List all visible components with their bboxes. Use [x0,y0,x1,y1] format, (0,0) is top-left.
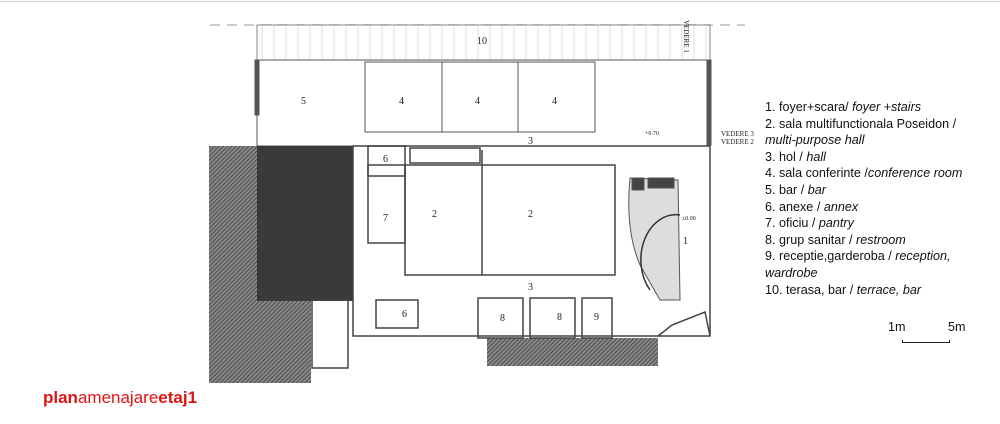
scale-min-label: 1m [888,320,906,334]
title-part: plan [43,388,78,407]
view-label-1: VEDERE 1 [682,20,690,53]
legend-item-ro: 3. hol / [765,149,807,164]
legend-item-en: reception, wardrobe [765,249,951,280]
room-label-10: 10 [477,36,487,47]
scale-tick [949,340,950,343]
room-label-3: 3 [528,282,533,293]
room-label-6: 6 [383,154,388,165]
scale-bar: 1m 5m [888,320,968,350]
legend-item-en: hall [806,149,826,164]
plan-title: planamenajareetaj1 [43,388,197,408]
title-part: amenajare [77,388,159,407]
room-label-4: 4 [475,96,480,107]
legend-item-ro: 8. grup sanitar / [765,232,857,247]
legend-item: 8. grup sanitar / restroom [765,232,980,249]
scale-max-label: 5m [948,320,966,334]
legend-item-ro: 7. oficiu / [765,216,819,231]
room-label-7: 7 [383,213,388,224]
grand-staircase [628,177,681,301]
legend-item-ro: 5. bar / [765,182,808,197]
level-mark: +0.70 [645,131,659,137]
top-border [0,1,1000,2]
legend-item: 9. receptie,garderoba / reception, wardr… [765,248,980,281]
legend-item-ro: 9. receptie,garderoba / [765,249,896,264]
legend-item: 1. foyer+scara/ foyer +stairs [765,99,980,116]
legend-item-en: foyer +stairs [852,100,922,114]
legend-item: 7. oficiu / pantry [765,215,980,232]
legend-item-en: conference room [867,166,963,181]
legend-item-ro: 1. foyer+scara/ [765,100,853,114]
legend-item: 2. sala multifunctionala Poseidon / mult… [765,116,980,149]
title-part: etaj1 [158,388,198,407]
service-zone [257,146,353,301]
legend-item-ro: 10. terasa, bar / [765,282,857,297]
room-label-5: 5 [301,96,306,107]
view-label-2: VEDERE 2 [721,138,754,146]
legend-item-en: restroom [856,232,906,247]
legend-item: 10. terasa, bar / terrace, bar [765,282,980,299]
room-label-4: 4 [552,96,557,107]
room-label-1: 1 [683,236,688,247]
legend-item: 4. sala conferinte /conference room [765,165,980,182]
legend-item-en: multi-purpose hall [765,133,865,148]
legend-item-en: bar [807,182,826,197]
legend-item-en: terrace, bar [856,282,922,297]
scale-tick [902,340,903,343]
view-label-3: VEDERE 3 [721,130,754,138]
room-label-9: 9 [594,312,599,323]
legend-item: 6. anexe / annex [765,199,980,216]
room-label-4: 4 [399,96,404,107]
legend-item-en: annex [823,199,859,214]
room-labels: 10 5 4 4 4 3 6 7 2 2 1 3 6 8 8 9 +0.70 ±… [301,20,754,324]
legend-item-ro: 6. anexe / [765,199,824,214]
room-label-2: 2 [528,209,533,220]
upper-floor-walls [254,59,712,147]
room-label-6: 6 [402,309,407,320]
level-mark: ±0.00 [682,216,696,222]
legend-item: 3. hol / hall [765,149,980,166]
legend-item-ro: 4. sala conferinte / [765,166,868,181]
hatched-existing-building-bottom [487,338,658,366]
scale-line [902,342,950,343]
legend-item-en: pantry [818,216,854,231]
main-floor-walls [311,145,711,369]
legend-item-ro: 2. sala multifunctionala Poseidon / [765,116,957,131]
room-label-2: 2 [432,209,437,220]
room-label-8: 8 [557,312,562,323]
room-label-3: 3 [528,136,533,147]
room-label-8: 8 [500,313,505,324]
legend-item: 5. bar / bar [765,182,980,199]
